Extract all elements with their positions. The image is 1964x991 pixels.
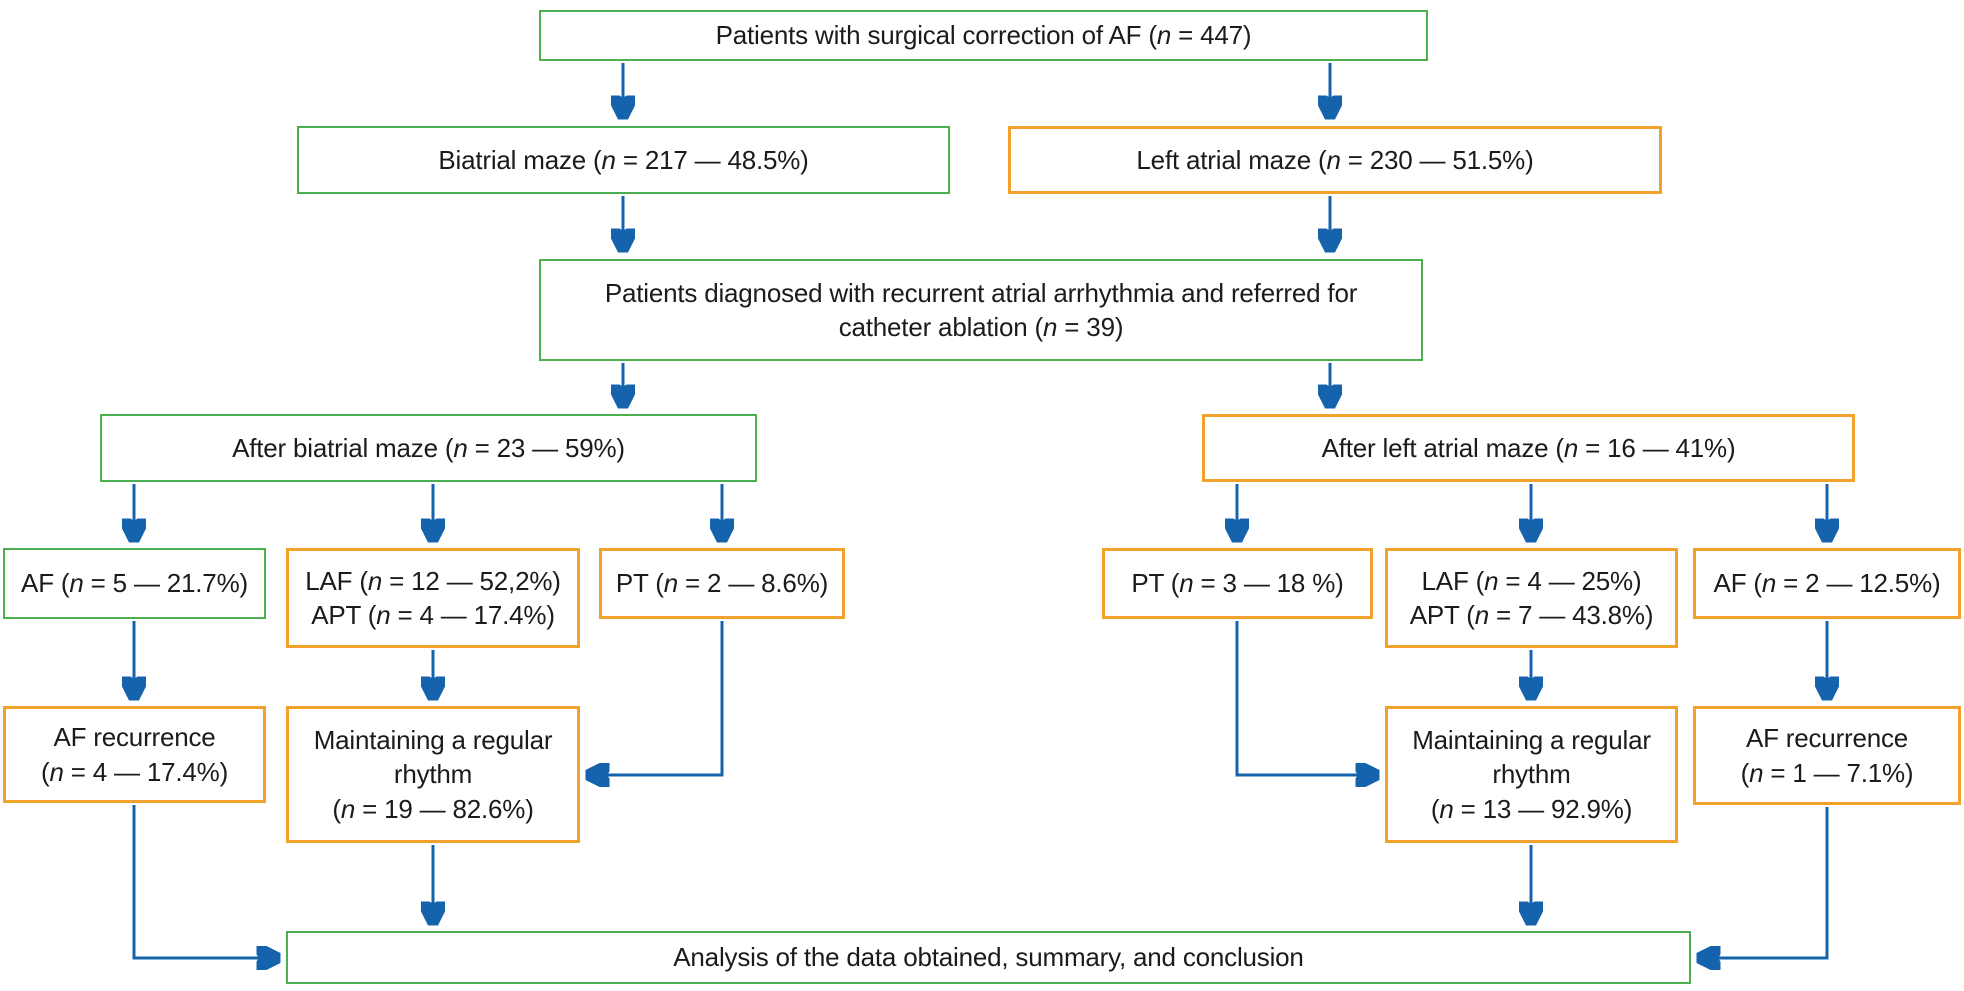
box-text-line: Biatrial maze (n = 217 — 48.5%) bbox=[438, 144, 809, 175]
box-text-line: AF recurrence bbox=[53, 722, 216, 753]
box-text-line: LAF (n = 12 — 52,2%) bbox=[305, 565, 561, 596]
box-text-line: Patients diagnosed with recurrent atrial… bbox=[604, 277, 1358, 308]
box-pt-after-left-atrial: PT (n = 3 — 18 %) bbox=[1102, 548, 1373, 619]
box-text-line: AF (n = 5 — 21.7%) bbox=[21, 568, 248, 599]
box-af-recurrence-biatrial: AF recurrence (n = 4 — 17.4%) bbox=[3, 706, 266, 803]
box-biatrial-maze: Biatrial maze (n = 217 — 48.5%) bbox=[297, 126, 950, 194]
box-laf-apt-after-biatrial: LAF (n = 12 — 52,2%) APT (n = 4 — 17.4%) bbox=[286, 548, 580, 648]
box-af-after-biatrial: AF (n = 5 — 21.7%) bbox=[3, 548, 266, 619]
box-text-line: (n = 13 — 92.9%) bbox=[1430, 793, 1633, 824]
box-text-line: catheter ablation (n = 39) bbox=[838, 312, 1124, 342]
box-text-line: APT (n = 4 — 17.4%) bbox=[311, 600, 555, 630]
box-text-line: AF (n = 2 — 12.5%) bbox=[1713, 568, 1941, 599]
box-text-line: Maintaining a regular bbox=[313, 725, 553, 756]
box-maintaining-rhythm-biatrial: Maintaining a regular rhythm (n = 19 — 8… bbox=[286, 706, 580, 843]
box-text-line: After biatrial maze (n = 23 — 59%) bbox=[232, 432, 625, 463]
box-af-after-left-atrial: AF (n = 2 — 12.5%) bbox=[1693, 548, 1961, 619]
box-text-line: APT (n = 7 — 43.8%) bbox=[1409, 600, 1654, 630]
box-text-line: LAF (n = 4 — 25%) bbox=[1421, 565, 1642, 596]
box-after-biatrial-maze: After biatrial maze (n = 23 — 59%) bbox=[100, 414, 757, 482]
arrow-connector bbox=[1699, 807, 1829, 958]
box-text-line: After left atrial maze (n = 16 — 41%) bbox=[1321, 432, 1736, 463]
arrow-connector bbox=[1235, 621, 1377, 775]
box-text-line: Analysis of the data obtained, summary, … bbox=[673, 942, 1304, 973]
box-text-line: Patients with surgical correction of AF … bbox=[715, 20, 1252, 51]
box-left-atrial-maze: Left atrial maze (n = 230 — 51.5%) bbox=[1008, 126, 1662, 194]
box-text-line: (n = 4 — 17.4%) bbox=[40, 756, 229, 787]
box-text-line: (n = 1 — 7.1%) bbox=[1740, 757, 1914, 788]
arrow-connector bbox=[588, 621, 724, 775]
box-maintaining-rhythm-left-atrial: Maintaining a regular rhythm (n = 13 — 9… bbox=[1385, 706, 1678, 843]
box-text-line: rhythm bbox=[393, 759, 473, 790]
box-recurrent-arrhythmia-referred: Patients diagnosed with recurrent atrial… bbox=[539, 259, 1423, 361]
box-text-line: PT (n = 3 — 18 %) bbox=[1131, 568, 1344, 599]
box-after-left-atrial-maze: After left atrial maze (n = 16 — 41%) bbox=[1202, 414, 1855, 482]
box-af-recurrence-left-atrial: AF recurrence (n = 1 — 7.1%) bbox=[1693, 706, 1961, 805]
box-pt-after-biatrial: PT (n = 2 — 8.6%) bbox=[599, 548, 845, 619]
box-text-line: rhythm bbox=[1492, 759, 1571, 790]
arrow-connector bbox=[132, 805, 278, 958]
box-text-line: PT (n = 2 — 8.6%) bbox=[615, 568, 829, 599]
box-text-line: (n = 19 — 82.6%) bbox=[332, 793, 534, 824]
box-analysis-conclusion: Analysis of the data obtained, summary, … bbox=[286, 931, 1691, 984]
box-text-line: Left atrial maze (n = 230 — 51.5%) bbox=[1136, 144, 1534, 175]
box-text-line: Maintaining a regular bbox=[1412, 725, 1651, 756]
box-laf-apt-after-left-atrial: LAF (n = 4 — 25%) APT (n = 7 — 43.8%) bbox=[1385, 548, 1678, 648]
box-text-line: AF recurrence bbox=[1745, 723, 1909, 754]
box-patients-surgical-total: Patients with surgical correction of AF … bbox=[539, 10, 1428, 61]
